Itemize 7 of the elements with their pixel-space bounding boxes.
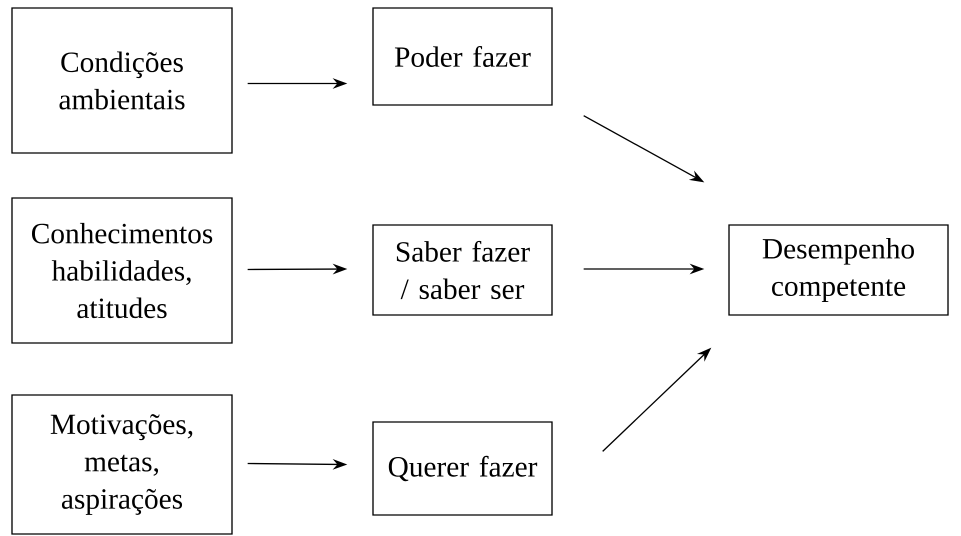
text-box: Querer fazer (372, 421, 553, 516)
text-box: Saber fazer / saber ser (372, 224, 553, 316)
text-box: Desempenho competente (728, 224, 949, 316)
text-box: Condições ambientais (11, 7, 233, 154)
text-box: Conhecimentos habilidades, atitudes (11, 197, 233, 344)
text-box: Poder fazer (372, 7, 553, 106)
text-box: Motivações, metas, aspirações (11, 394, 233, 535)
